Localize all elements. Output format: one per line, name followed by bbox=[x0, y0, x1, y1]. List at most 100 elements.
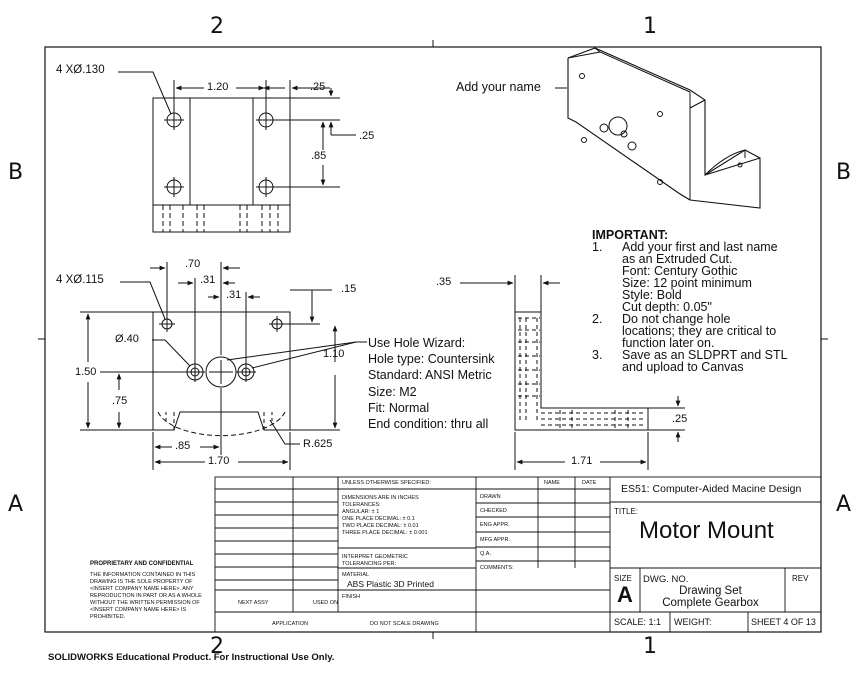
dim-31b: .31 bbox=[226, 289, 242, 301]
hole-wizard-note: Use Hole Wizard: Hole type: Countersink … bbox=[368, 335, 494, 432]
interpret-note: INTERPRET GEOMETRIC TOLERANCING PER: bbox=[342, 554, 408, 568]
dim-110: 1.10 bbox=[323, 348, 345, 360]
item-line: as an Extruded Cut. bbox=[622, 252, 733, 266]
zone-label-top-2: 2 bbox=[210, 14, 224, 39]
add-name-label: Add your name bbox=[456, 80, 541, 94]
size-value: A bbox=[617, 582, 633, 607]
hole-wizard-line: Fit: Normal bbox=[368, 400, 430, 415]
zone-label-bottom-2: 2 bbox=[210, 634, 224, 659]
interpret-line: TOLERANCING PER: bbox=[342, 561, 396, 567]
item-line: Style: Bold bbox=[622, 288, 682, 302]
zone-label-top-1: 1 bbox=[643, 14, 657, 39]
dimensions-note: DIMENSIONS ARE IN INCHES TOLERANCES: ANG… bbox=[342, 495, 428, 537]
dims-note-line: ONE PLACE DECIMAL: ± 0.1 bbox=[342, 516, 415, 522]
weight-label: WEIGHT: bbox=[674, 617, 712, 627]
dim-70: .70 bbox=[185, 258, 201, 270]
item-line: Add your first and last name bbox=[622, 240, 778, 254]
dim-r625: R.625 bbox=[303, 438, 333, 450]
used-on-label: USED ON bbox=[313, 600, 339, 606]
dim-31a: .31 bbox=[200, 274, 216, 286]
dwg-no-line: Complete Gearbox bbox=[662, 597, 759, 609]
zone-label-left-a: A bbox=[8, 492, 24, 517]
row-checked: CHECKED bbox=[480, 508, 507, 514]
date-header: DATE bbox=[582, 480, 597, 486]
scale-value: SCALE: 1:1 bbox=[614, 617, 662, 627]
zone-label-left-b: B bbox=[8, 160, 24, 185]
dims-note-line: TOLERANCES: bbox=[342, 502, 381, 508]
hole-wizard-line: Standard: ANSI Metric bbox=[368, 368, 492, 383]
important-item-2: 2. Do not change hole locations; they ar… bbox=[592, 312, 788, 350]
dims-note-line: ANGULAR: ± 1 bbox=[342, 509, 380, 515]
hole-wizard-line: Use Hole Wizard: bbox=[368, 336, 466, 350]
dim-150: 1.50 bbox=[75, 366, 97, 378]
item-line: Save as an SLDPRT and STL bbox=[622, 348, 788, 362]
dim-25-side: .25 bbox=[672, 413, 688, 425]
dims-note-line: TWO PLACE DECIMAL: ± 0.01 bbox=[342, 523, 419, 529]
educational-footer: SOLIDWORKS Educational Product. For Inst… bbox=[48, 652, 335, 663]
sheet-value: SHEET 4 OF 13 bbox=[751, 617, 816, 627]
dim-170: 1.70 bbox=[208, 455, 230, 467]
drawing-title: Motor Mount bbox=[639, 517, 774, 544]
item-number: 1. bbox=[592, 240, 603, 254]
proprietary-line: THE INFORMATION CONTAINED IN THIS bbox=[90, 572, 196, 578]
interpret-line: INTERPRET GEOMETRIC bbox=[342, 554, 408, 560]
name-header: NAME bbox=[544, 480, 560, 486]
rev-label: REV bbox=[792, 574, 809, 583]
top-hole-callout: 4 XØ.130 bbox=[56, 64, 105, 76]
hole-wizard-line: Size: M2 bbox=[368, 384, 417, 399]
item-line: function later on. bbox=[622, 336, 715, 350]
zone-label-right-b: B bbox=[836, 160, 852, 185]
dim-dia-40: Ø.40 bbox=[115, 333, 139, 345]
size-label: SIZE bbox=[614, 574, 632, 583]
dim-spacing-85: .85 bbox=[311, 150, 327, 162]
row-mfg-appr: MFG APPR. bbox=[480, 537, 510, 543]
dim-edge-y-25: .25 bbox=[359, 130, 375, 142]
dim-75: .75 bbox=[112, 395, 128, 407]
proprietary-line: WITHOUT THE WRITTEN PERMISSION OF bbox=[90, 600, 200, 606]
dims-note-line: DIMENSIONS ARE IN INCHES bbox=[342, 495, 419, 501]
hole-wizard-line: End condition: thru all bbox=[368, 417, 489, 432]
item-line: Cut depth: 0.05" bbox=[622, 300, 712, 314]
row-comments: COMMENTS: bbox=[480, 565, 514, 571]
important-title: IMPORTANT: bbox=[592, 228, 669, 242]
item-line: Size: 12 point minimum bbox=[622, 276, 752, 290]
front-hole-callout: 4 XØ.115 bbox=[56, 274, 104, 286]
dim-35: .35 bbox=[436, 276, 452, 288]
finish-label: FINISH bbox=[342, 594, 361, 600]
item-number: 2. bbox=[592, 312, 603, 326]
unless-specified: UNLESS OTHERWISE SPECIFIED: bbox=[342, 480, 431, 486]
material-value: ABS Plastic 3D Printed bbox=[347, 579, 434, 589]
dim-15: .15 bbox=[341, 283, 357, 295]
title-label: TITLE: bbox=[614, 507, 639, 516]
zone-label-bottom-1: 1 bbox=[643, 634, 657, 659]
dims-note-line: THREE PLACE DECIMAL: ± 0.001 bbox=[342, 530, 428, 536]
important-notes: IMPORTANT: 1. Add your first and last na… bbox=[592, 228, 788, 374]
hole-wizard-line: Hole type: Countersink bbox=[368, 352, 495, 367]
proprietary-line: REPRODUCTION IN PART OR AS A WHOLE bbox=[90, 593, 202, 599]
next-assy-label: NEXT ASSY bbox=[238, 600, 269, 606]
item-number: 3. bbox=[592, 348, 603, 362]
course-name: ES51: Computer-Aided Macine Design bbox=[621, 483, 802, 495]
dwg-no-label: DWG. NO. bbox=[643, 574, 689, 585]
item-line: and upload to Canvas bbox=[622, 360, 744, 374]
item-line: locations; they are critical to bbox=[622, 324, 777, 338]
row-eng-appr: ENG APPR. bbox=[480, 522, 510, 528]
proprietary-text: THE INFORMATION CONTAINED IN THIS DRAWIN… bbox=[90, 572, 202, 621]
dim-width-120: 1.20 bbox=[207, 81, 229, 93]
proprietary-line: DRAWING IS THE SOLE PROPERTY OF bbox=[90, 579, 193, 585]
dim-85: .85 bbox=[175, 440, 191, 452]
row-drawn: DRAWN bbox=[480, 494, 501, 500]
proprietary-line: PROHIBITED. bbox=[90, 614, 126, 620]
zone-label-right-a: A bbox=[836, 492, 852, 517]
do-not-scale: DO NOT SCALE DRAWING bbox=[370, 621, 439, 627]
proprietary-line: <INSERT COMPANY NAME HERE> IS bbox=[90, 607, 187, 613]
important-item-3: 3. Save as an SLDPRT and STL and upload … bbox=[592, 348, 788, 374]
row-qa: Q.A. bbox=[480, 551, 492, 557]
item-line: Do not change hole bbox=[622, 312, 731, 326]
proprietary-line: <INSERT COMPANY NAME HERE>. ANY bbox=[90, 586, 194, 592]
material-label: MATERIAL bbox=[342, 572, 370, 578]
important-item-1: 1. Add your first and last name as an Ex… bbox=[592, 240, 788, 314]
proprietary-title: PROPRIETARY AND CONFIDENTIAL bbox=[90, 561, 194, 567]
dim-171: 1.71 bbox=[571, 455, 593, 467]
